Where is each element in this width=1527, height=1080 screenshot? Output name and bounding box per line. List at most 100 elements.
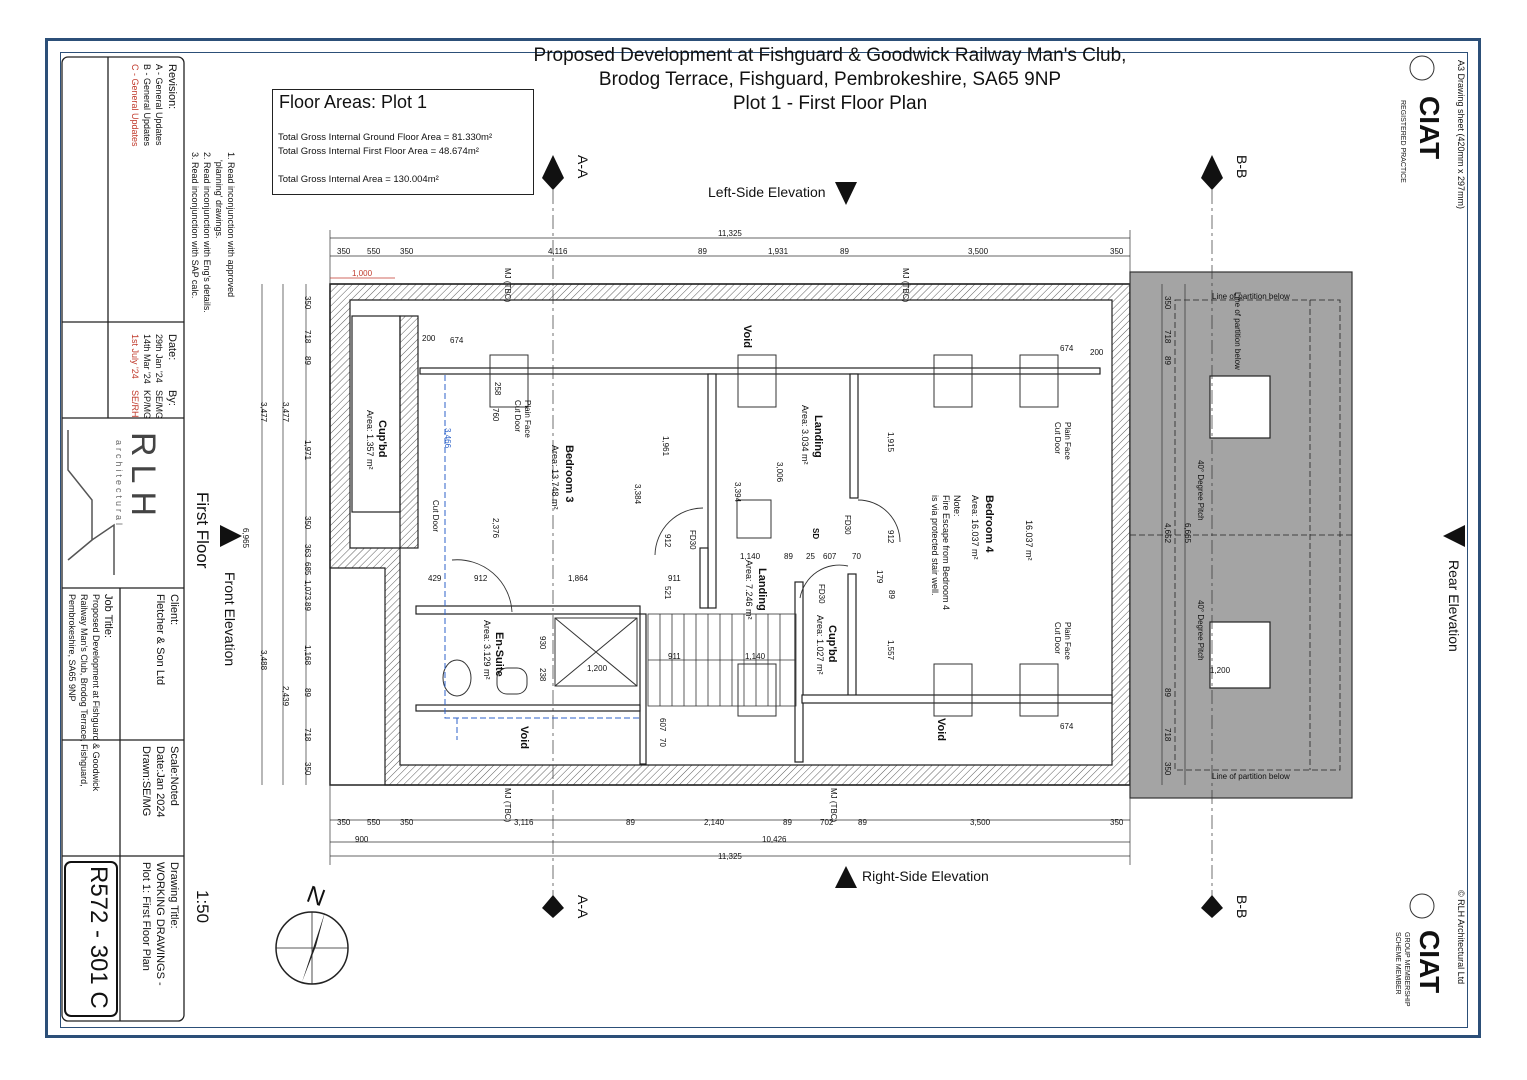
internal-walls	[351, 315, 1113, 765]
dim-int-4: 674	[1060, 722, 1074, 731]
smoke-detector-tag: SD	[811, 528, 820, 540]
section-bb-bottom: B-B	[1234, 895, 1250, 919]
bedroom4-note-line2: is via protected stair well.	[930, 495, 940, 596]
dim-left-col2-1: 6,965	[241, 528, 250, 549]
inner-border	[60, 52, 1468, 1028]
dim-right-5: 89	[1163, 688, 1172, 697]
client-name: Fletcher & Son Ltd	[154, 594, 166, 686]
door-swings	[451, 499, 901, 613]
section-aa-bottom: A-A	[575, 895, 591, 919]
dim-left-11: 718	[303, 728, 312, 742]
revision-b-date: 14th Mar '24	[142, 334, 152, 384]
dim-left-1: 718	[303, 330, 312, 344]
pitch-label-bottom: 40° Degree Pitch	[1196, 600, 1205, 661]
ensuite-label: En-Suite	[493, 632, 505, 677]
drawing-title-line1: WORKING DRAWINGS -	[154, 862, 166, 986]
ground-floor-area: Total Gross Internal Ground Floor Area =…	[278, 132, 493, 143]
partition-tag-top: Line of partition below	[1233, 292, 1242, 370]
dim-bottom-10: 350	[1110, 818, 1124, 827]
first-floor-area: Total Gross Internal First Floor Area = …	[278, 146, 479, 157]
revision-a: A - General Updates	[154, 64, 164, 146]
ciat-bottom-sub2: SCHEME MEMBER	[1394, 932, 1401, 995]
cut-door-tag-2: Cut Door	[1053, 422, 1062, 455]
dim-int-30: 760	[491, 408, 500, 422]
dim-int-22: 3,384	[633, 484, 642, 505]
dim-int-9: 89	[784, 552, 793, 561]
mj-tag-top-right: MJ (TBC)	[901, 268, 910, 303]
title-block-frame	[61, 56, 185, 1022]
dim-int-5: 429	[428, 574, 442, 583]
dim-int-2: 674	[1060, 344, 1074, 353]
dim-right-1: 718	[1163, 330, 1172, 344]
dim-right-2: 89	[1163, 356, 1172, 365]
section-arrows	[542, 155, 1223, 918]
shower-tray	[554, 617, 638, 687]
revision-a-by: SE/MG	[154, 390, 164, 420]
dim-int-14: 1,140	[745, 652, 766, 661]
total-area: Total Gross Internal Area = 130.004m²	[278, 174, 439, 185]
note-3: 3. Read inconjunction with SAP calc.	[190, 152, 200, 299]
basin	[496, 667, 528, 695]
by-header: By:	[166, 390, 178, 406]
bedroom4-note-line1: Fire Escape from Bedroom 4	[941, 495, 951, 611]
dim-int-24: 2,376	[491, 518, 500, 539]
dim-left-7: 1,073	[303, 580, 312, 601]
dim-int-32: 3,394	[733, 482, 742, 503]
dim-int-6: 912	[474, 574, 488, 583]
bedroom4-extra-area: 16.037 m²	[1024, 520, 1034, 561]
title-line-2: Brodog Terrace, Fishguard, Pembrokeshire…	[598, 69, 1062, 90]
dim-int-13: 911	[668, 574, 681, 583]
revision-a-date: 29th Jan '24	[154, 334, 164, 383]
dim-int-26: 1,557	[886, 640, 895, 661]
dim-bottom-overall: 11,325	[718, 852, 742, 861]
dim-int-1: 674	[450, 336, 464, 345]
partition-label-top: Line of partition below	[1212, 292, 1290, 301]
ciat-bottom-sub1: GROUP MEMBERSHIP	[1403, 932, 1410, 1007]
mj-tag-top-left: MJ (TBC)	[503, 268, 512, 303]
dim-int-0: 200	[422, 334, 436, 343]
dim-int-31: 258	[493, 382, 502, 396]
landing1-label: Landing	[812, 415, 824, 458]
partition-label-bottom: Line of partition below	[1212, 772, 1290, 781]
revision-b: B - General Updates	[142, 64, 152, 147]
dim-top-overall: 11,325	[718, 229, 742, 238]
dim-int-20: 1,200	[1210, 666, 1231, 675]
scale-label: Scale:Noted	[168, 746, 180, 806]
floor-areas-heading: Floor Areas: Plot 1	[279, 92, 428, 112]
bedroom4-label: Bedroom 4	[983, 495, 995, 553]
date-label: Date:Jan 2024	[154, 746, 166, 818]
title-line-1: Proposed Development at Fishguard & Good…	[533, 45, 1127, 66]
drawing-number-box	[64, 861, 118, 1017]
drawing-number: R572 - 301 C	[85, 866, 112, 1009]
job-title-line2: Railway Man's Club, Brodog Terrace, Fish…	[79, 594, 89, 787]
date-header: Date:	[166, 334, 178, 361]
void-right-label: Void	[935, 718, 947, 742]
dim-right-4: 6,665	[1183, 523, 1192, 544]
dim-top-4: 89	[698, 247, 707, 256]
cut-door-tag: Cut Door	[513, 400, 522, 433]
first-floor-label: First Floor	[193, 492, 212, 569]
note-1b: 'planning' drawings.	[214, 160, 224, 239]
dim-left-6: 685	[303, 562, 312, 576]
dim-int-27: 912	[663, 534, 672, 548]
dim-int-18: 930	[538, 636, 547, 650]
revision-c-by: SE/RH	[130, 390, 140, 418]
dim-int-10: 25	[806, 552, 815, 561]
ciat-top-logo: CIAT	[1414, 96, 1445, 160]
dim-int-19: 238	[538, 668, 547, 682]
plain-face-tag: Plain Face	[523, 400, 532, 438]
dim-top-0: 350	[337, 247, 351, 256]
dim-left-col2-2: 3,488	[259, 650, 268, 671]
dim-int-16: 607	[658, 718, 667, 732]
plain-face-tag-3: Plain Face	[1063, 622, 1072, 660]
rlh-logo-sub: architectural	[114, 440, 124, 529]
cupbd2-label: Cup'bd	[826, 625, 838, 663]
dim-int-33: 3,466	[443, 428, 452, 449]
fd30-tag-2: FD30	[843, 515, 852, 535]
copyright-label: © RLH Architectural Ltd	[1456, 890, 1466, 985]
wc	[442, 659, 472, 697]
revision-b-by: KP/MG	[142, 390, 152, 420]
right-side-elevation-label: Right-Side Elevation	[862, 868, 989, 884]
note-2: 2. Read inconjunction with Eng's details…	[202, 152, 212, 313]
drawing-title-line2: Plot 1: First Floor Plan	[140, 862, 152, 971]
